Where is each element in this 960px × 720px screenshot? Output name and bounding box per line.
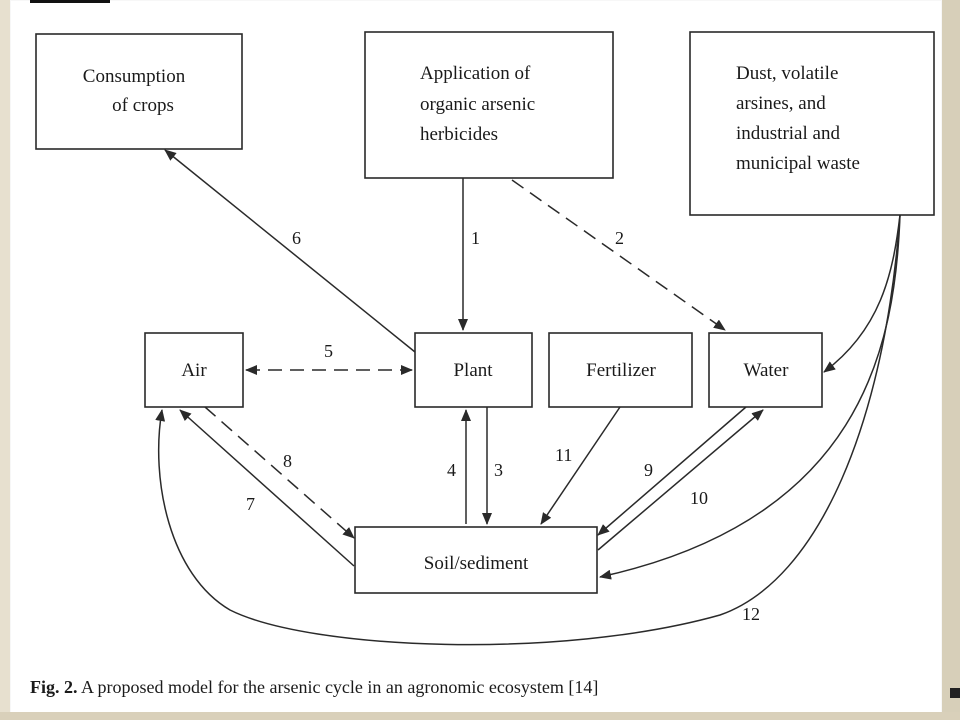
edge-7: 7 [179, 409, 355, 567]
node-consumption-line-2: of crops [112, 95, 174, 116]
edge-7-label: 7 [246, 494, 255, 514]
page-bottom-edge [0, 712, 960, 720]
node-application-line-2: organic arsenic [420, 94, 535, 115]
edge-6-label: 6 [292, 228, 301, 248]
edge-12: 12 [155, 214, 901, 646]
edge-dust-to-soil [599, 214, 901, 580]
node-plant-label: Plant [453, 360, 493, 381]
figure-caption: Fig. 2. A proposed model for the arsenic… [30, 677, 598, 698]
node-application-line-1: Application of [420, 63, 531, 84]
figure-number: Fig. 2. [30, 677, 78, 697]
edge-4-label: 4 [447, 460, 456, 480]
edge-11-label: 11 [555, 445, 572, 465]
edge-1-label: 1 [471, 228, 480, 248]
node-dust: Dust, volatile arsines, and industrial a… [689, 31, 935, 216]
edge-2: 2 [511, 179, 726, 331]
edge-12-label: 12 [742, 604, 760, 624]
edge-10: 10 [597, 409, 764, 551]
node-soil: Soil/sediment [354, 526, 598, 594]
node-soil-label: Soil/sediment [424, 553, 529, 574]
node-fertilizer-label: Fertilizer [586, 360, 656, 381]
page-edge [942, 0, 960, 720]
edge-8: 8 [204, 406, 355, 539]
edge-1: 1 [458, 178, 480, 331]
edge-5-label: 5 [324, 341, 333, 361]
figure-caption-text: A proposed model for the arsenic cycle i… [81, 677, 599, 697]
edge-4: 4 [447, 409, 471, 524]
node-dust-line-4: municipal waste [736, 153, 860, 174]
edge-3: 3 [482, 407, 503, 525]
node-application: Application of organic arsenic herbicide… [364, 31, 614, 179]
node-plant: Plant [414, 332, 533, 408]
node-air-label: Air [181, 360, 207, 381]
edge-6: 6 [164, 149, 416, 353]
edge-9: 9 [597, 406, 747, 536]
edge-5: 5 [245, 341, 413, 375]
node-air: Air [144, 332, 244, 408]
edge-dust-to-water [823, 214, 901, 373]
node-consumption-line-1: Consumption [83, 66, 186, 87]
edge-11: 11 [540, 406, 621, 525]
edge-3-label: 3 [494, 460, 503, 480]
edge-2-label: 2 [615, 228, 624, 248]
node-water: Water [708, 332, 823, 408]
edge-8-label: 8 [283, 451, 292, 471]
node-water-label: Water [744, 360, 790, 381]
node-consumption: Consumption of crops [35, 33, 243, 150]
node-dust-line-1: Dust, volatile [736, 63, 838, 84]
node-dust-line-3: industrial and [736, 123, 840, 144]
edge-10-label: 10 [690, 488, 708, 508]
node-dust-line-2: arsines, and [736, 93, 826, 114]
edge-9-label: 9 [644, 460, 653, 480]
edge-mark [950, 688, 960, 698]
top-rule [30, 0, 110, 3]
node-application-line-3: herbicides [420, 124, 498, 145]
node-fertilizer: Fertilizer [548, 332, 693, 408]
